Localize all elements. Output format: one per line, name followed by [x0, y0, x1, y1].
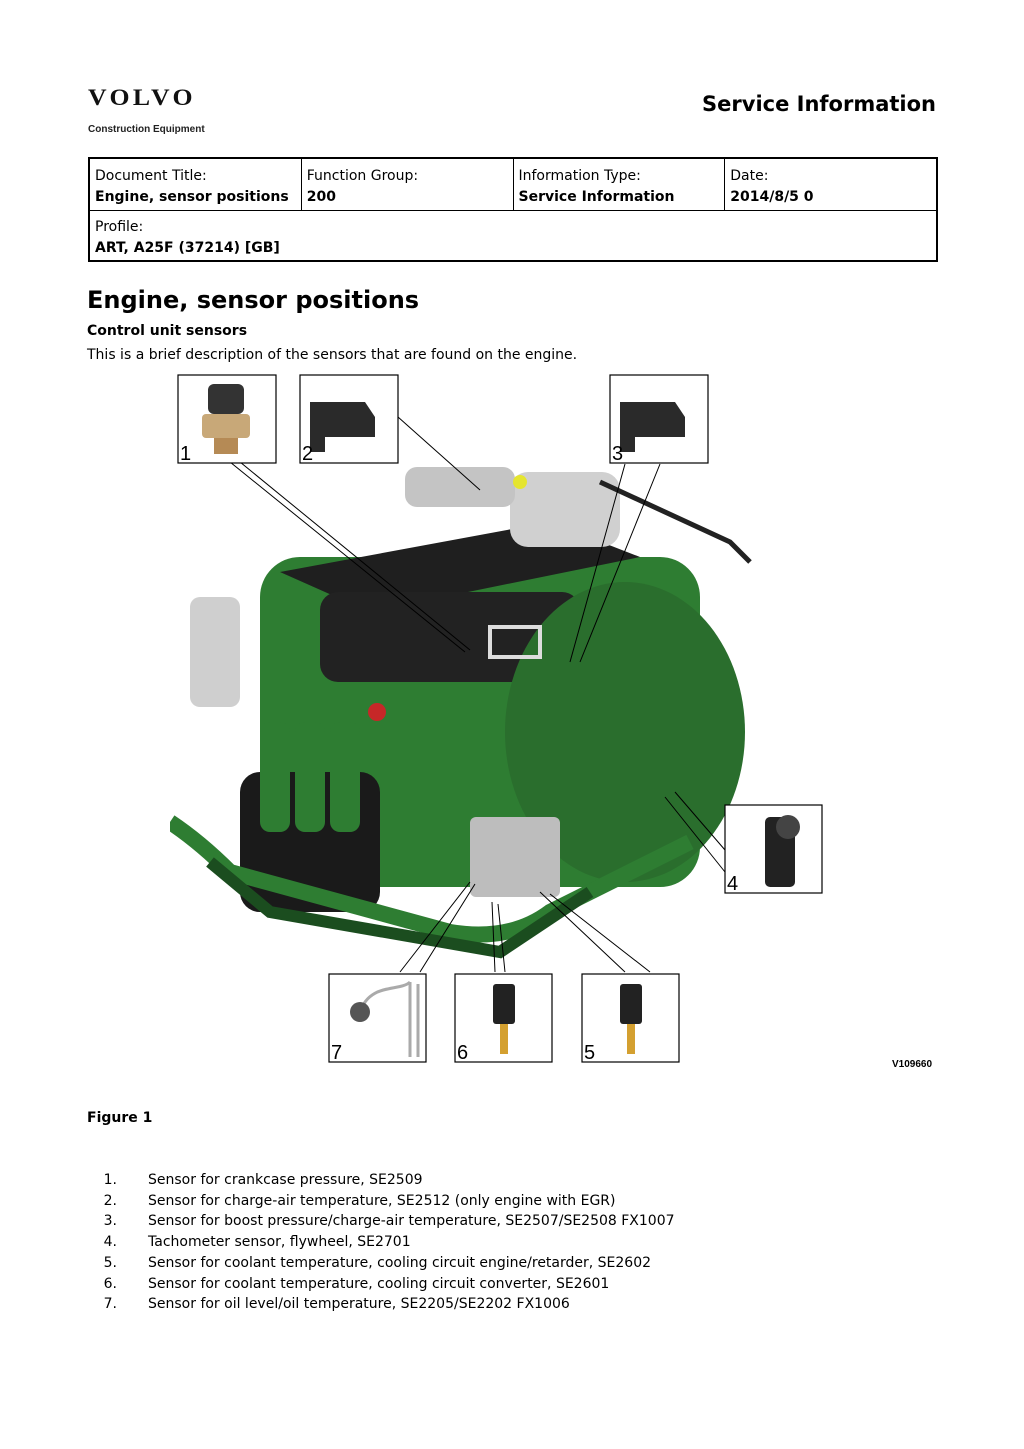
list-item-text: Sensor for boost pressure/charge-air tem…	[148, 1213, 675, 1230]
meta-label: Document Title:	[95, 168, 207, 184]
figure-caption: Figure 1	[87, 1110, 153, 1126]
callout-number: 1	[180, 443, 191, 465]
meta-function-group: Function Group: 200	[302, 159, 514, 210]
list-item-number: 5.	[103, 1254, 117, 1271]
logo-wordmark: VOLVO	[88, 85, 196, 110]
list-item: 5. Sensor for coolant temperature, coolin…	[87, 1253, 675, 1274]
list-item-text: Sensor for oil level/oil temperature, SE…	[148, 1296, 570, 1313]
meta-label: Function Group:	[306, 168, 419, 184]
callout-number: 5	[584, 1042, 595, 1064]
list-item-number: 4.	[103, 1234, 117, 1251]
figure-image-id: V109660	[892, 1059, 932, 1070]
document-meta-table: Document Title: Engine, sensor positions…	[88, 157, 938, 262]
meta-value: Engine, sensor positions	[95, 189, 289, 205]
list-item: 7. Sensor for oil level/oil temperature, …	[87, 1294, 675, 1315]
meta-document-title: Document Title: Engine, sensor positions	[90, 159, 302, 210]
meta-value: ART, A25F (37214) [GB]	[95, 240, 280, 256]
meta-row: Document Title: Engine, sensor positions…	[90, 159, 936, 211]
meta-date: Date: 2014/8/5 0	[725, 159, 936, 210]
list-item: 3. Sensor for boost pressure/charge-air t…	[87, 1211, 675, 1232]
meta-label: Profile:	[95, 219, 144, 235]
callout-number: 3	[612, 443, 623, 465]
list-item-number: 1.	[103, 1172, 117, 1188]
meta-value: 200	[306, 189, 336, 205]
list-item: 1. Sensor for crankcase pressure, SE2509	[87, 1170, 675, 1191]
sensor-sketches	[202, 384, 800, 1057]
document-type-heading: Service Information	[702, 92, 936, 116]
meta-profile: Profile: ART, A25F (37214) [GB]	[90, 211, 936, 259]
list-item-number: 7.	[103, 1296, 117, 1313]
meta-value: Service Information	[518, 189, 675, 205]
volvo-logo: VOLVO Construction Equipment	[88, 86, 223, 135]
intro-paragraph: This is a brief description of the senso…	[87, 347, 578, 363]
engine-sensor-figure: 1 2 3 4 5 6 7 V109660	[170, 372, 942, 1072]
list-item: 2. Sensor for charge-air temperature, SE2…	[87, 1191, 675, 1212]
engine-illustration: 1 2 3 4 5 6 7 V109660	[170, 374, 932, 1070]
callout-number: 6	[457, 1042, 468, 1064]
list-item-number: 2.	[103, 1192, 117, 1209]
list-item: 4. Tachometer sensor, flywheel, SE2701	[87, 1232, 675, 1253]
meta-label: Information Type:	[518, 168, 641, 184]
list-item-text: Sensor for charge-air temperature, SE251…	[148, 1192, 616, 1209]
section-title: Control unit sensors	[87, 323, 248, 339]
meta-information-type: Information Type: Service Information	[514, 159, 726, 210]
logo-subtitle: Construction Equipment	[88, 124, 205, 135]
callout-number: 7	[331, 1042, 342, 1064]
callout-number: 4	[727, 873, 738, 895]
list-item-number: 6.	[103, 1275, 117, 1292]
list-item-text: Sensor for coolant temperature, cooling …	[148, 1275, 610, 1292]
list-item-text: Tachometer sensor, flywheel, SE2701	[148, 1234, 411, 1251]
list-item-text: Sensor for coolant temperature, cooling …	[148, 1254, 652, 1271]
list-item-number: 3.	[103, 1213, 117, 1230]
leader-lines	[229, 416, 726, 973]
sensor-list: 1.Sensor for crankcase pressure, SE2509 …	[87, 1170, 675, 1315]
meta-value: 2014/8/5 0	[730, 189, 814, 205]
meta-label: Date:	[730, 168, 769, 184]
list-item-text: Sensor for crankcase pressure, SE2509	[148, 1172, 423, 1188]
list-item: 6. Sensor for coolant temperature, coolin…	[87, 1274, 675, 1295]
callout-number: 2	[302, 443, 313, 465]
engine-body	[170, 467, 752, 959]
page-title: Engine, sensor positions	[87, 286, 420, 314]
